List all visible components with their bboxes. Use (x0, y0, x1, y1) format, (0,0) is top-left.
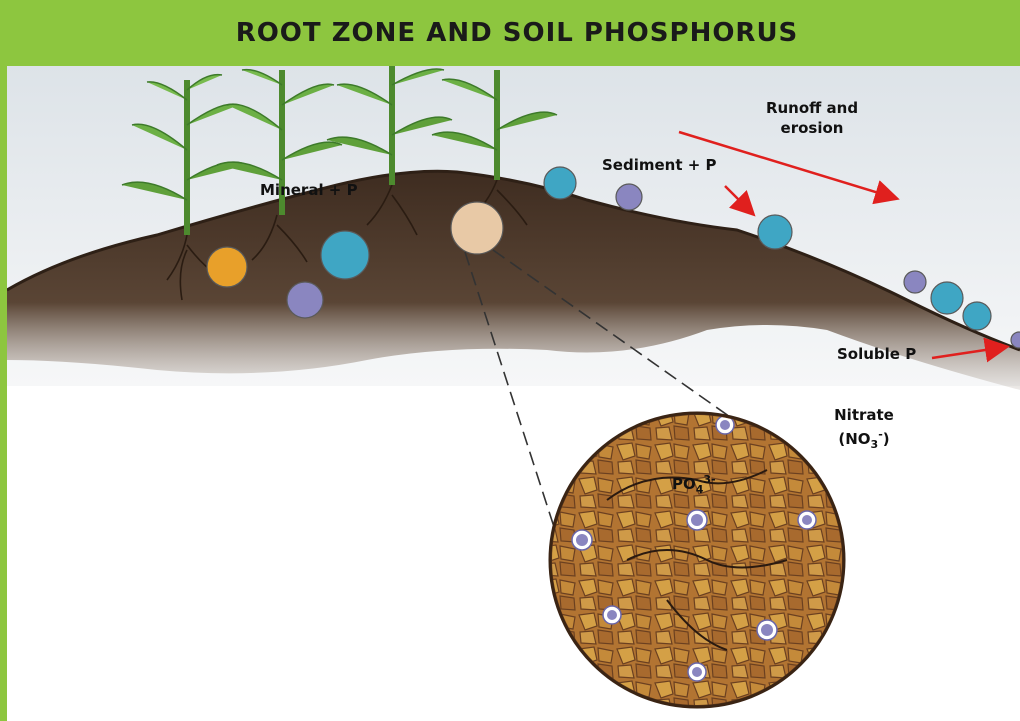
title-banner: ROOT ZONE AND SOIL PHOSPHORUS (7, 0, 1020, 66)
label-runoff-line1: Runoff and (757, 98, 867, 118)
magnified-soil-icon (547, 410, 847, 710)
label-phosphate: PO43- (672, 470, 716, 500)
label-nitrate-line1: Nitrate (819, 405, 909, 425)
phosphate-superscript: 3- (703, 473, 715, 486)
diagram-title: ROOT ZONE AND SOIL PHOSPHORUS (236, 18, 799, 48)
label-sediment-p: Sediment + P (602, 155, 717, 175)
phosphate-base: PO (672, 475, 696, 493)
soil-illustration (7, 66, 1020, 721)
label-nitrate: Nitrate (NO3-) (819, 405, 909, 455)
label-runoff: Runoff and erosion (757, 98, 867, 138)
label-soluble-p: Soluble P (837, 344, 916, 364)
nitrate-close: ) (883, 430, 890, 448)
label-mineral-p: Mineral + P (260, 180, 358, 200)
nitrate-open: (NO (838, 430, 870, 448)
label-nitrate-formula: (NO3-) (819, 425, 909, 455)
label-runoff-line2: erosion (757, 118, 867, 138)
